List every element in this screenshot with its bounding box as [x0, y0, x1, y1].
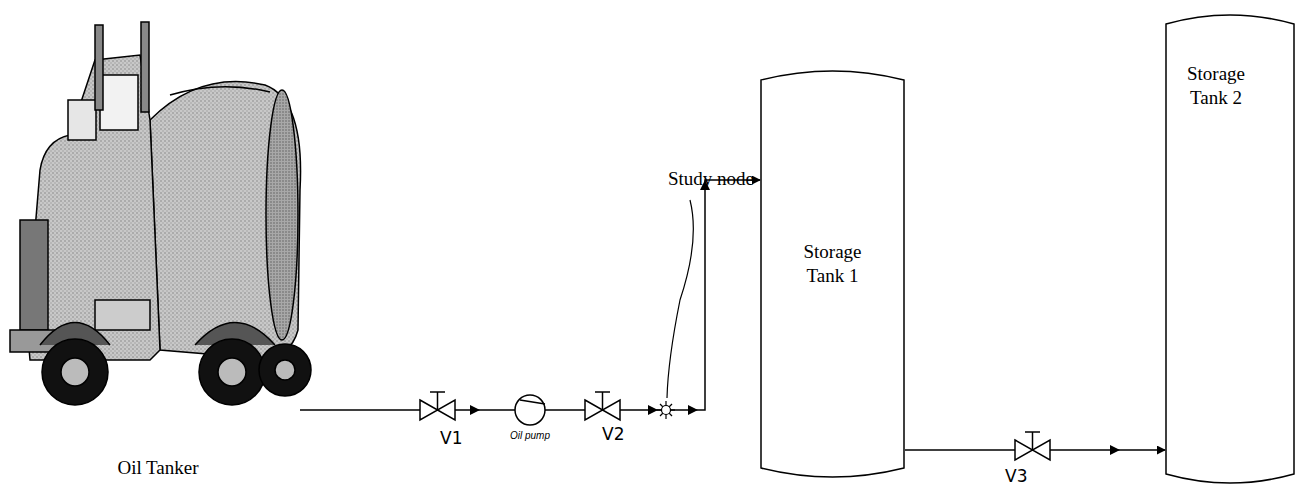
pump-label: Oil pump [510, 430, 550, 441]
truck-illustration [20, 220, 48, 330]
flow-arrow [688, 405, 698, 415]
truck-illustration [150, 82, 301, 359]
leader-line [667, 200, 693, 398]
valve-symbol [585, 392, 620, 420]
pump-symbol [515, 395, 545, 425]
valve-symbol [1015, 432, 1050, 460]
illustration-caption: Oil Tanker [8, 456, 308, 480]
truck-illustration [218, 358, 246, 386]
pump-symbol [515, 395, 545, 425]
tanker-node: Oil Tanker [8, 20, 308, 488]
storage-tank: Storage Tank 2 [1165, 14, 1295, 484]
flow-arrow [470, 405, 480, 415]
callout-label: Study node [668, 168, 754, 190]
pump-symbol [520, 400, 545, 404]
study-node-symbol [662, 406, 671, 415]
flow-arrow [1110, 445, 1120, 455]
truck-illustration [266, 90, 298, 340]
truck-illustration [61, 358, 89, 386]
tank-outline [1166, 15, 1294, 483]
tank-outline [761, 71, 904, 477]
valve-label: V3 [1005, 466, 1027, 486]
valve-symbol [437, 392, 439, 410]
valve-symbol [420, 392, 455, 420]
truck-illustration [275, 360, 295, 380]
study-node-symbol [660, 404, 672, 416]
valve-label: V1 [440, 428, 462, 448]
truck-illustration [259, 344, 311, 396]
pipe-connector [300, 180, 760, 410]
truck-illustration [100, 75, 138, 130]
truck-illustration [42, 339, 108, 405]
valve-symbol [1032, 432, 1034, 450]
tank-label: Storage Tank 2 [1171, 62, 1261, 110]
storage-tank: Storage Tank 1 [760, 70, 905, 478]
valve-symbol [602, 392, 604, 410]
truck-illustration [10, 22, 311, 405]
truck-illustration [141, 22, 149, 112]
tank-label: Storage Tank 1 [790, 240, 875, 288]
valve-label: V2 [602, 424, 624, 444]
truck-illustration [170, 87, 270, 95]
truck-illustration [199, 339, 265, 405]
truck-illustration [95, 300, 150, 330]
truck-illustration [68, 100, 96, 140]
valve-symbol [430, 391, 445, 393]
valve-symbol [595, 391, 610, 393]
study-node-symbol [657, 401, 675, 419]
truck-illustration [95, 25, 103, 110]
study-node-symbol [660, 404, 672, 416]
flow-arrow [648, 405, 658, 415]
valve-symbol [1025, 431, 1040, 433]
tank-outline [1165, 14, 1295, 484]
